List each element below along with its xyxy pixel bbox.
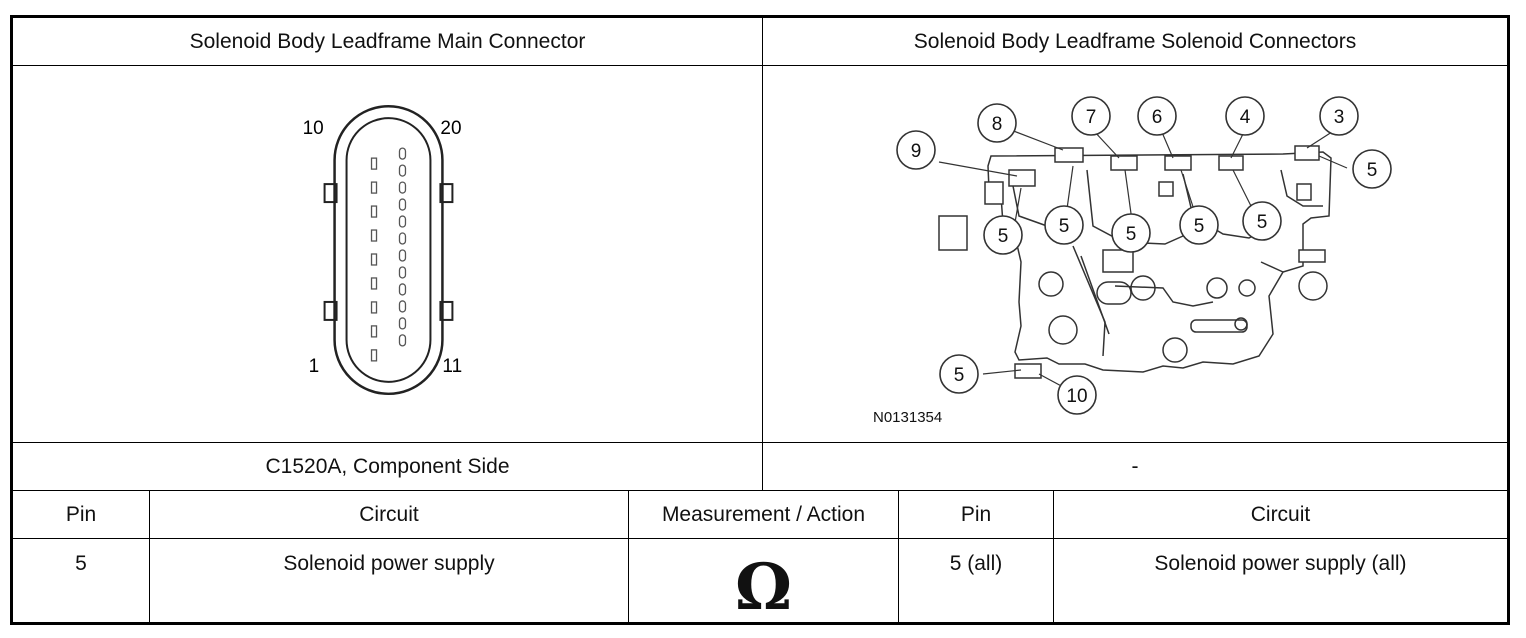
cell-pin-a: 5 xyxy=(13,539,150,622)
col-header-pin-b: Pin xyxy=(899,491,1054,539)
pin-label-11: 11 xyxy=(442,355,462,376)
callout-4: 4 xyxy=(1240,107,1251,128)
column-header-row: Pin Circuit Measurement / Action Pin Cir… xyxy=(13,491,1507,539)
image-row: 10 20 1 11 xyxy=(13,66,1507,443)
callout-7: 7 xyxy=(1086,107,1097,128)
col-header-measurement: Measurement / Action xyxy=(629,491,899,539)
col-header-circuit-b: Circuit xyxy=(1054,491,1507,539)
callout-5: 5 xyxy=(1059,216,1070,237)
callout-5: 5 xyxy=(1126,224,1137,245)
pin-label-1: 1 xyxy=(309,355,320,376)
callout-3: 3 xyxy=(1334,107,1345,128)
connector-pinout-diagram: 10 20 1 11 xyxy=(303,104,462,395)
callout-9: 9 xyxy=(911,141,922,162)
col-header-pin: Pin xyxy=(13,491,150,539)
callout-6: 6 xyxy=(1152,107,1163,128)
callout-5: 5 xyxy=(954,365,965,386)
main-connector-figure: 10 20 1 11 xyxy=(13,66,763,443)
caption-solenoid-connectors: - xyxy=(763,443,1507,491)
table-row: 5 Solenoid power supply Ω 5 (all) Soleno… xyxy=(13,539,1507,622)
cell-pin-b: 5 (all) xyxy=(899,539,1054,622)
cell-measurement: Ω xyxy=(629,539,899,622)
callout-5: 5 xyxy=(1367,160,1378,181)
header-solenoid-connectors: Solenoid Body Leadframe Solenoid Connect… xyxy=(763,18,1507,66)
header-main-connector: Solenoid Body Leadframe Main Connector xyxy=(13,18,763,66)
solenoid-connectors-figure: 8 7 6 4 3 9 5 5 5 5 5 5 5 10 N0131354 xyxy=(763,66,1507,443)
callout-8: 8 xyxy=(992,114,1003,135)
header-row: Solenoid Body Leadframe Main Connector S… xyxy=(13,18,1507,66)
callout-5: 5 xyxy=(998,226,1009,247)
pin-label-20: 20 xyxy=(440,118,461,139)
pinout-table: Solenoid Body Leadframe Main Connector S… xyxy=(10,15,1510,625)
ohm-icon: Ω xyxy=(735,549,792,622)
caption-main-connector: C1520A, Component Side xyxy=(13,443,763,491)
cell-circuit-b: Solenoid power supply (all) xyxy=(1154,552,1407,575)
caption-row: C1520A, Component Side - xyxy=(13,443,1507,491)
pin-label-10: 10 xyxy=(303,118,324,139)
cell-circuit-a: Solenoid power supply xyxy=(150,539,629,622)
leadframe-diagram: 8 7 6 4 3 9 5 5 5 5 5 5 5 10 N0131354 xyxy=(873,95,1392,426)
callout-5: 5 xyxy=(1257,212,1268,233)
callout-5: 5 xyxy=(1194,216,1205,237)
callout-10: 10 xyxy=(1066,386,1087,407)
figure-id: N0131354 xyxy=(873,409,942,426)
col-header-circuit: Circuit xyxy=(150,491,629,539)
